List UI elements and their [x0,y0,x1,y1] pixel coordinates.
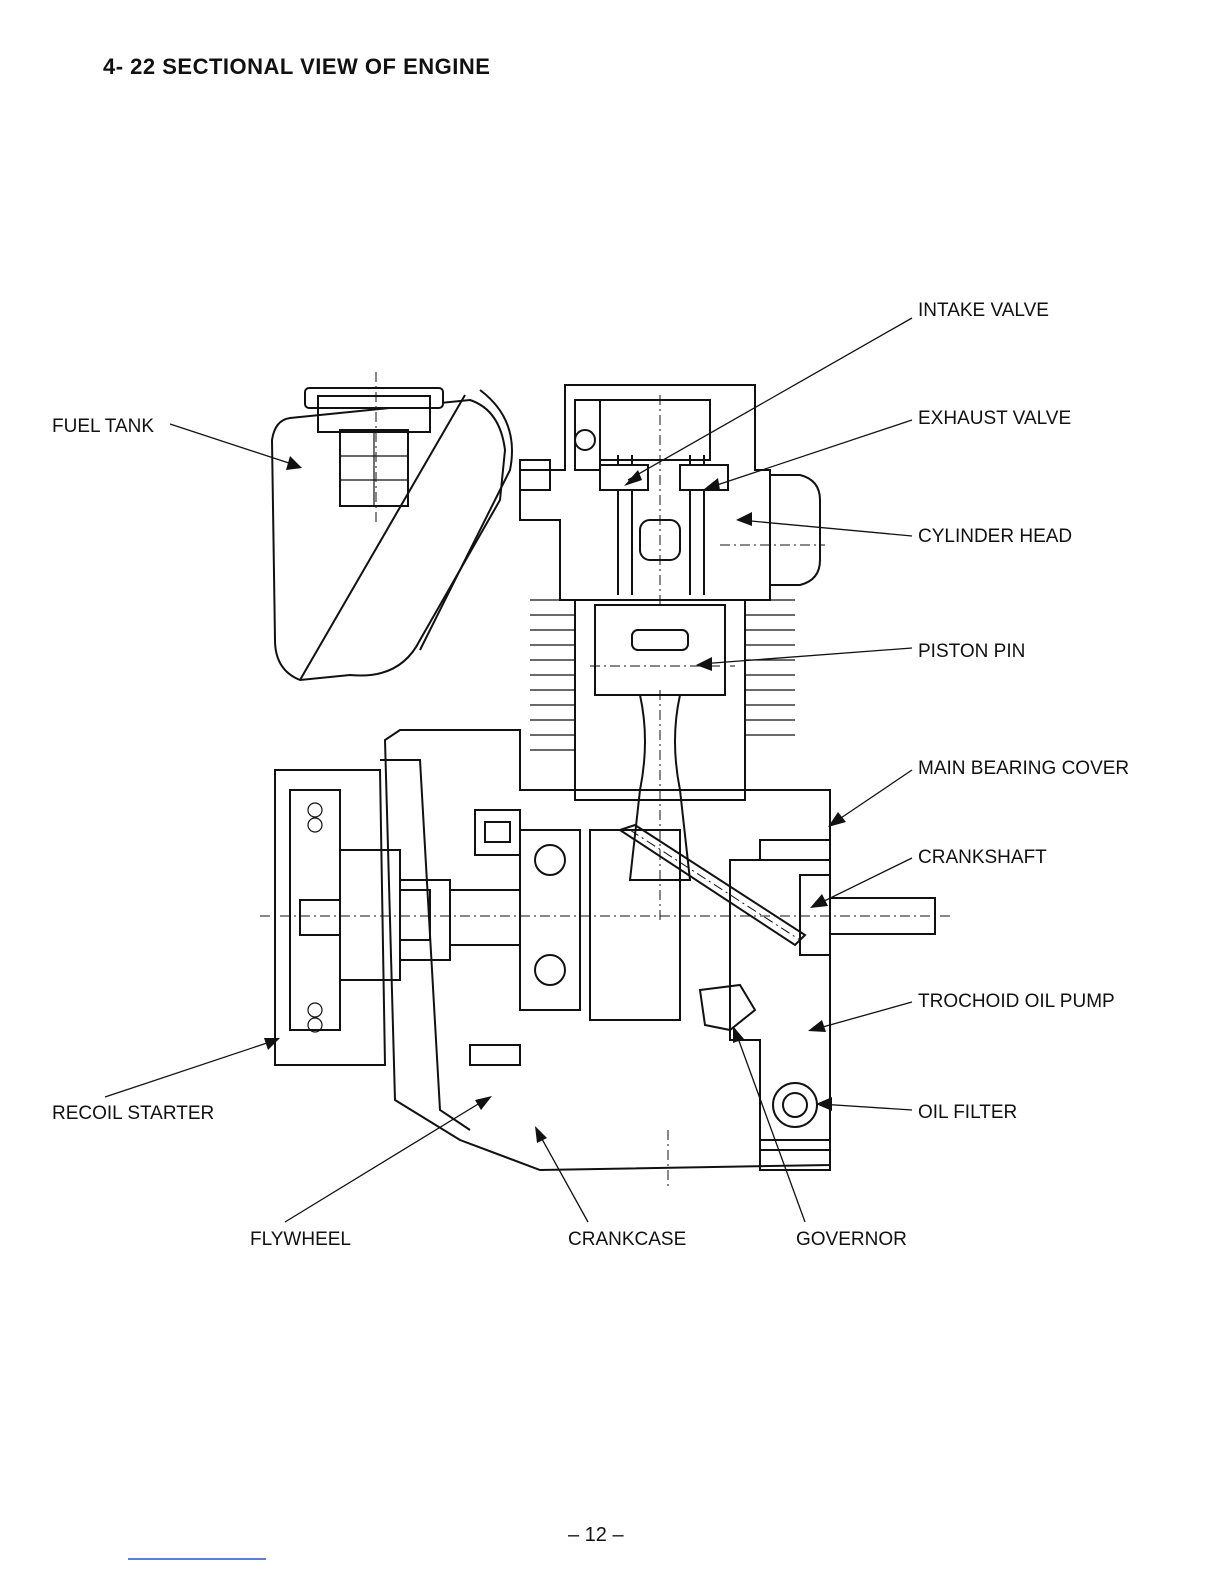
label-crankcase: CRANKCASE [568,1229,686,1251]
label-flywheel: FLYWHEEL [250,1229,351,1251]
cylinder-head-drawing [520,385,825,610]
label-main-bearing-cover: MAIN BEARING COVER [918,758,1129,780]
leader-lines [105,318,912,1222]
label-piston-pin: PISTON PIN [918,641,1025,663]
label-intake-valve: INTAKE VALVE [918,300,1049,322]
page-number: – 12 – [568,1524,624,1547]
label-fuel-tank: FUEL TANK [52,416,154,438]
fuel-tank-drawing [272,372,512,680]
label-recoil-starter: RECOIL STARTER [52,1103,214,1125]
cylinder-drawing [530,600,795,920]
label-cylinder-head: CYLINDER HEAD [918,526,1072,548]
label-governor: GOVERNOR [796,1229,907,1251]
label-oil-filter: OIL FILTER [918,1102,1017,1124]
recoil-starter-drawing [275,770,400,1065]
label-trochoid-oil-pump: TROCHOID OIL PUMP [918,991,1115,1013]
label-crankshaft: CRANKSHAFT [918,847,1047,869]
footer-rule [128,1558,266,1560]
label-exhaust-valve: EXHAUST VALVE [918,408,1071,430]
